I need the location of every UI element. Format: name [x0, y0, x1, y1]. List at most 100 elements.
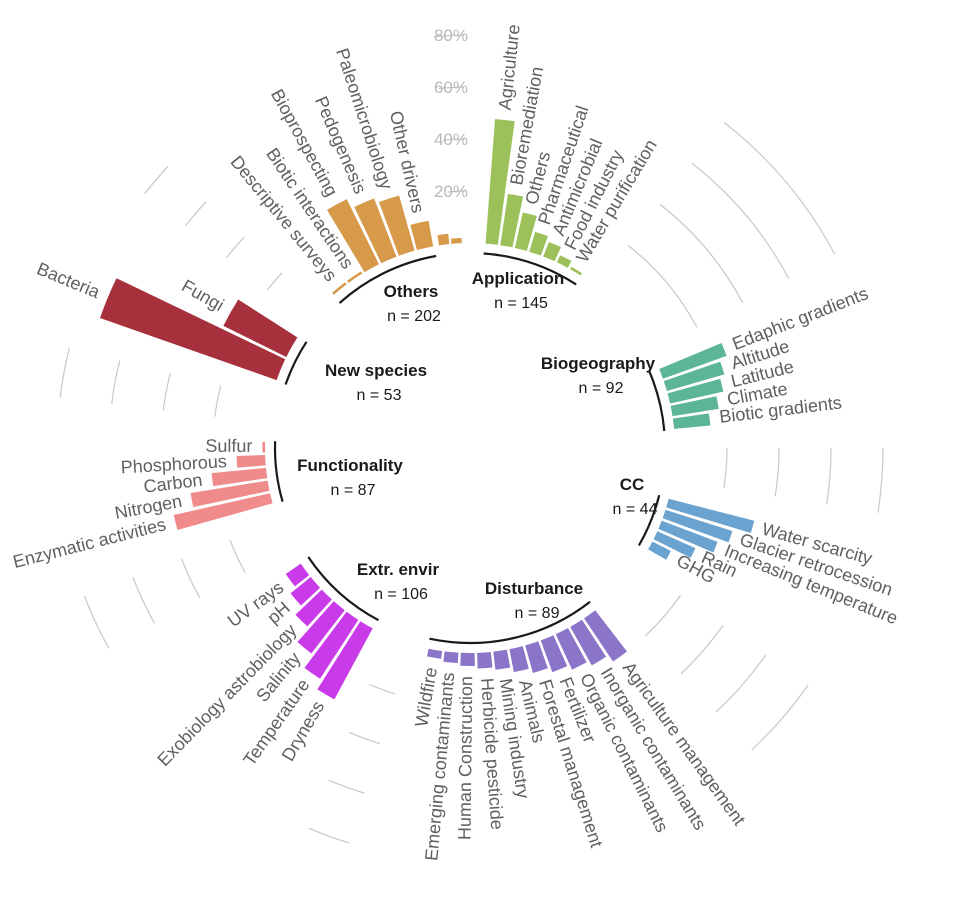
group-arc-new-species: [284, 341, 308, 385]
label-new-species-fungi: Fungi: [178, 276, 227, 316]
bar-cc-water-scarcity: [666, 498, 755, 534]
bar-extra-top-0: [437, 233, 450, 246]
gridline-40-gap-4: [180, 558, 201, 599]
gridline-20-gap-7: [447, 190, 466, 193]
bar-disturbance-agriculture-management: [584, 610, 627, 662]
bar-others-pedogenesis: [354, 198, 397, 264]
gridline-80-gap-4: [83, 595, 110, 649]
label-biogeography-edaphic-gradients: Edaphic gradients: [729, 283, 871, 354]
group-name-biogeography: Biogeography: [541, 354, 656, 373]
bar-others-other-drivers: [410, 220, 434, 250]
grid-layer: [59, 34, 884, 844]
ytick-80: 80%: [434, 26, 468, 45]
bar-extr-envir-ph: [290, 577, 321, 606]
bar-application-pharmaceutical: [529, 231, 549, 256]
bar-application-others: [514, 212, 537, 252]
tick-layer: 20%40%60%80%: [434, 26, 468, 201]
bar-extr-envir-exobiology-astrobiology: [295, 589, 332, 627]
bar-disturbance-organic-contaminants: [555, 628, 587, 670]
gridline-40-gap-0: [659, 204, 744, 304]
group-count-application: n = 145: [494, 295, 548, 312]
group-count-new-species: n = 53: [357, 387, 402, 404]
group-name-cc: CC: [620, 475, 645, 494]
bar-others-biotic-interactions: [347, 271, 363, 283]
group-arc-cc: [637, 494, 661, 547]
gridline-20-gap-3: [369, 684, 396, 695]
bar-extr-envir-salinity: [297, 601, 345, 654]
bar-functionality-sulfur: [262, 442, 266, 453]
ytick-40: 40%: [434, 130, 468, 149]
group-count-extr-envir: n = 106: [374, 586, 428, 603]
gridline-80-gap-3: [308, 827, 350, 844]
gridline-80-gap-6: [144, 165, 169, 195]
bar-application-food-industry: [556, 255, 572, 268]
label-functionality-enzymatic-activities: Enzymatic activities: [11, 514, 168, 572]
group-name-extr-envir: Extr. envir: [357, 560, 440, 579]
bar-functionality-enzymatic-activities: [173, 493, 273, 530]
bar-biogeography-climate: [670, 396, 719, 417]
bar-extr-envir-temperature: [304, 611, 359, 679]
bar-disturbance-mining-industry: [493, 649, 511, 670]
gridline-60-gap-6: [185, 201, 207, 227]
group-name-others: Others: [384, 282, 439, 301]
group-arc-application: [483, 252, 577, 286]
group-arc-others: [338, 254, 437, 304]
gridline-40-gap-5: [162, 373, 171, 411]
label-application-agriculture: Agriculture: [495, 23, 524, 111]
group-name-functionality: Functionality: [297, 456, 403, 475]
bar-new-species-bacteria: [99, 278, 286, 381]
bar-layer: [99, 119, 755, 700]
bar-biogeography-latitude: [667, 378, 724, 404]
bar-biogeography-edaphic-gradients: [659, 343, 727, 379]
bar-new-species-fungi: [223, 299, 298, 358]
group-name-disturbance: Disturbance: [485, 579, 583, 598]
bar-disturbance-forestal-management: [525, 641, 548, 673]
bar-others-paleomicrobiology: [378, 195, 415, 256]
bar-functionality-carbon: [211, 467, 268, 487]
gridline-20-gap-5: [214, 385, 222, 417]
bar-functionality-nitrogen: [190, 480, 270, 508]
bar-disturbance-inorganic-contaminants: [570, 619, 607, 666]
group-arc-disturbance: [429, 600, 591, 645]
label-new-species-bacteria: Bacteria: [34, 258, 104, 302]
gridline-80-gap-7: [433, 34, 463, 38]
group-name-new-species: New species: [325, 361, 427, 380]
gridline-20-gap-1: [723, 447, 728, 489]
gridline-40-gap-7: [443, 138, 465, 141]
ytick-60: 60%: [434, 78, 468, 97]
gridline-20-gap-0: [627, 245, 698, 328]
gridline-40-gap-3: [349, 731, 380, 745]
gridline-20-gap-2: [644, 595, 681, 637]
gridline-60-gap-2: [715, 654, 767, 713]
bar-extr-envir-uv-rays: [285, 563, 310, 587]
group-count-others: n = 202: [387, 308, 441, 325]
bar-disturbance-herbicide-pesticide: [477, 651, 493, 669]
bar-functionality-phosphorous: [236, 454, 266, 468]
gridline-20-gap-4: [229, 539, 246, 573]
group-arc-functionality: [273, 441, 284, 503]
gridline-80-gap-0: [723, 122, 836, 255]
gridline-40-gap-6: [226, 236, 245, 259]
gridline-60-gap-5: [111, 360, 121, 405]
group-arc-extr-envir: [307, 556, 380, 622]
gridline-60-gap-0: [691, 163, 790, 279]
bar-cc-increasing-temperature: [658, 520, 718, 553]
gridline-60-gap-1: [826, 447, 832, 505]
bar-others-descriptive-surveys: [332, 282, 347, 295]
gridline-40-gap-2: [680, 624, 724, 675]
bar-application-agriculture: [485, 119, 515, 245]
bar-cc-ghg: [648, 541, 671, 560]
bar-cc-glacier-retrocession: [662, 509, 733, 543]
group-count-biogeography: n = 92: [579, 380, 624, 397]
gridline-60-gap-7: [438, 86, 464, 89]
bar-disturbance-emerging-contaminants: [443, 651, 459, 664]
bar-extr-envir-dryness: [317, 621, 373, 700]
bar-disturbance-wildfire: [427, 648, 443, 659]
group-name-application: Application: [472, 269, 565, 288]
gridline-60-gap-4: [132, 577, 155, 624]
bar-extra-top-1: [450, 237, 462, 244]
label-functionality-sulfur: Sulfur: [205, 436, 252, 456]
